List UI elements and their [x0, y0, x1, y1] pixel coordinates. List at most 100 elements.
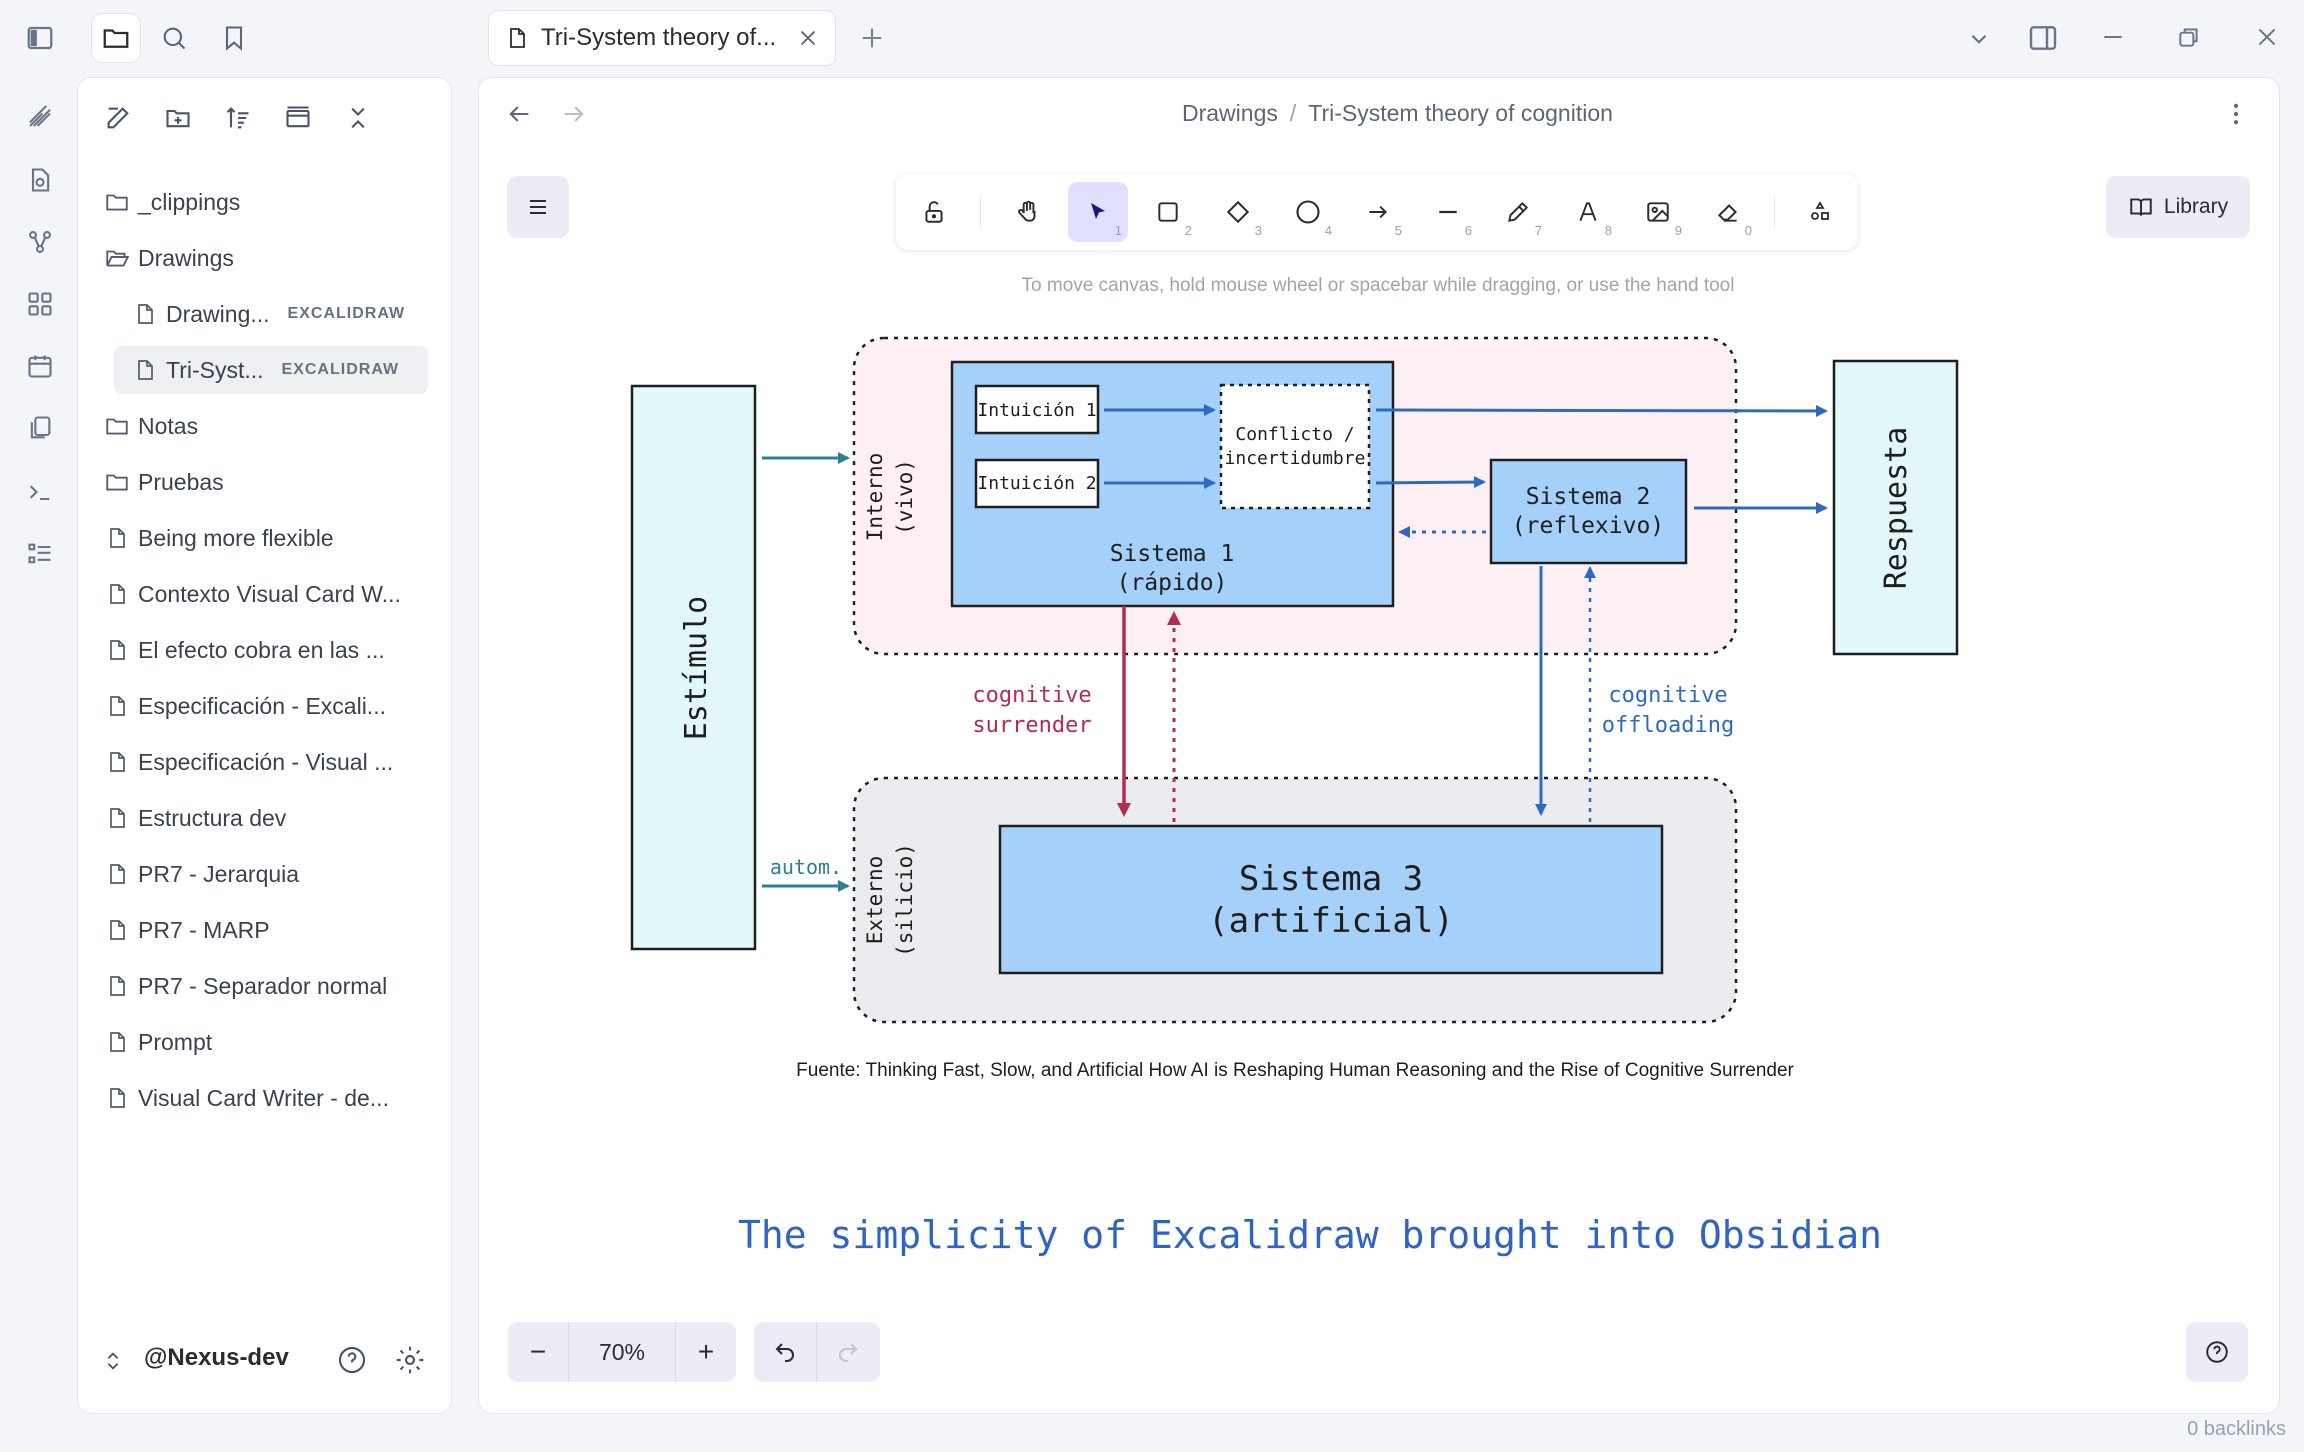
- file-item[interactable]: Being more flexible: [104, 514, 334, 562]
- text-tool-button[interactable]: 8: [1558, 182, 1618, 242]
- ellipse-icon: [1294, 198, 1322, 226]
- calendar-icon[interactable]: [20, 346, 60, 386]
- terminal-icon[interactable]: [20, 472, 60, 512]
- library-button[interactable]: Library: [2106, 176, 2250, 238]
- rectangle-tool-button[interactable]: 2: [1138, 182, 1198, 242]
- file-item[interactable]: Drawing...EXCALIDRAW: [114, 290, 428, 338]
- arrow-tool-button[interactable]: 5: [1348, 182, 1408, 242]
- line-tool-button[interactable]: 6: [1418, 182, 1478, 242]
- breadcrumb-parent[interactable]: Drawings: [1182, 100, 1278, 126]
- file-item[interactable]: El efecto cobra en las ...: [104, 626, 385, 674]
- tree-item-label: PR7 - MARP: [138, 916, 270, 943]
- file-item[interactable]: Especificación - Visual ...: [104, 738, 393, 786]
- restore-icon[interactable]: [2176, 24, 2202, 50]
- more-options-icon[interactable]: [2222, 100, 2250, 128]
- backlinks-count[interactable]: 0 backlinks: [2187, 1418, 2286, 1440]
- file-item[interactable]: PR7 - Jerarquia: [104, 850, 299, 898]
- search-icon[interactable]: [150, 14, 198, 62]
- intuicion1-box[interactable]: [974, 384, 1100, 435]
- zoom-controls: − 70% +: [508, 1322, 736, 1382]
- back-arrow-icon[interactable]: [505, 100, 533, 128]
- toggle-right-sidebar-icon[interactable]: [2027, 22, 2059, 54]
- image-tool-button[interactable]: 9: [1628, 182, 1688, 242]
- conflicto-box[interactable]: [1219, 383, 1371, 510]
- library-label: Library: [2163, 195, 2229, 218]
- file-icon: [104, 749, 130, 775]
- tab-list-chevron-icon[interactable]: [1966, 26, 1992, 52]
- intuicion2-box[interactable]: [974, 458, 1100, 509]
- sistema3-box[interactable]: [998, 824, 1664, 975]
- file-item[interactable]: Estructura dev: [104, 794, 286, 842]
- bookmark-icon[interactable]: [210, 14, 258, 62]
- zoom-level[interactable]: 70%: [568, 1322, 676, 1382]
- lock-tool-button[interactable]: [904, 182, 964, 242]
- forward-arrow-icon[interactable]: [560, 100, 588, 128]
- zoom-in-button[interactable]: +: [697, 1336, 715, 1367]
- file-item[interactable]: Tri-Syst...EXCALIDRAW: [114, 346, 428, 394]
- lock-icon: [921, 199, 947, 225]
- close-tab-icon[interactable]: [797, 27, 819, 49]
- auto-reveal-icon[interactable]: [276, 96, 320, 140]
- outline-icon[interactable]: [20, 534, 60, 574]
- ellipse-tool-button[interactable]: 4: [1278, 182, 1338, 242]
- file-item[interactable]: Contexto Visual Card W...: [104, 570, 401, 618]
- help-button[interactable]: [2186, 1322, 2248, 1382]
- pencil-tool-button[interactable]: 7: [1488, 182, 1548, 242]
- help-icon[interactable]: [336, 1344, 368, 1376]
- redo-button[interactable]: [816, 1322, 879, 1382]
- shapes-tool-button[interactable]: [1790, 182, 1850, 242]
- intuicion2-label: Intuición 2: [977, 473, 1096, 494]
- file-item[interactable]: Prompt: [104, 1018, 212, 1066]
- new-tab-icon[interactable]: [858, 24, 886, 52]
- diamond-tool-button[interactable]: 3: [1208, 182, 1268, 242]
- selection-tool-button[interactable]: 1: [1068, 182, 1128, 242]
- settings-gear-icon[interactable]: [394, 1344, 426, 1376]
- estimulo-box[interactable]: [630, 384, 757, 951]
- folder-item[interactable]: Drawings: [104, 234, 234, 282]
- close-window-icon[interactable]: [2254, 24, 2280, 50]
- tagline: The simplicity of Excalidraw brought int…: [738, 1213, 1882, 1257]
- undo-button[interactable]: [754, 1322, 816, 1382]
- canvas-icon[interactable]: [20, 284, 60, 324]
- sistema2-label-line2: (reflexivo): [1512, 513, 1664, 539]
- tree-item-label: Contexto Visual Card W...: [138, 580, 401, 607]
- zoom-out-button[interactable]: −: [529, 1336, 547, 1367]
- sistema2-box[interactable]: [1489, 458, 1688, 565]
- menu-button[interactable]: [507, 176, 569, 238]
- folder-icon: [104, 469, 130, 495]
- sort-icon[interactable]: [216, 96, 260, 140]
- new-note-icon[interactable]: [96, 96, 140, 140]
- search-file-icon[interactable]: [20, 160, 60, 200]
- graph-icon[interactable]: [20, 222, 60, 262]
- excalidraw-icon[interactable]: [20, 96, 60, 136]
- file-item[interactable]: Visual Card Writer - de...: [104, 1074, 389, 1122]
- eraser-tool-button[interactable]: 0: [1698, 182, 1758, 242]
- toggle-sidebar-icon[interactable]: [20, 18, 60, 58]
- hamburger-icon: [530, 200, 546, 214]
- arrow-conflicto-respuesta[interactable]: [1375, 404, 1828, 417]
- breadcrumb-current[interactable]: Tri-System theory of cognition: [1308, 100, 1613, 126]
- tab-tri-system[interactable]: Tri-System theory of...: [488, 10, 836, 66]
- collapse-all-icon[interactable]: [336, 96, 380, 140]
- tool-shortcut-number: 9: [1674, 223, 1682, 238]
- folder-item[interactable]: Pruebas: [104, 458, 224, 506]
- arrow-sistema1-sistema2[interactable]: [1375, 476, 1486, 489]
- intuicion1-label: Intuición 1: [977, 400, 1096, 421]
- vault-switcher-icon[interactable]: [102, 1350, 124, 1372]
- respuesta-box[interactable]: [1832, 359, 1959, 656]
- hand-tool-button[interactable]: [998, 182, 1058, 242]
- vault-name[interactable]: @Nexus-dev: [144, 1344, 289, 1371]
- file-item[interactable]: PR7 - Separador normal: [104, 962, 387, 1010]
- files-tab-icon[interactable]: [92, 14, 140, 62]
- new-folder-icon[interactable]: [156, 96, 200, 140]
- sistema2-label-line1: Sistema 2: [1526, 484, 1651, 510]
- file-item[interactable]: Especificación - Excali...: [104, 682, 386, 730]
- templates-icon[interactable]: [20, 408, 60, 448]
- folder-item[interactable]: Notas: [104, 402, 198, 450]
- minimize-icon[interactable]: [2100, 24, 2126, 50]
- folder-item[interactable]: _clippings: [104, 178, 240, 226]
- tree-item-label: Drawings: [138, 244, 234, 271]
- file-item[interactable]: PR7 - MARP: [104, 906, 270, 954]
